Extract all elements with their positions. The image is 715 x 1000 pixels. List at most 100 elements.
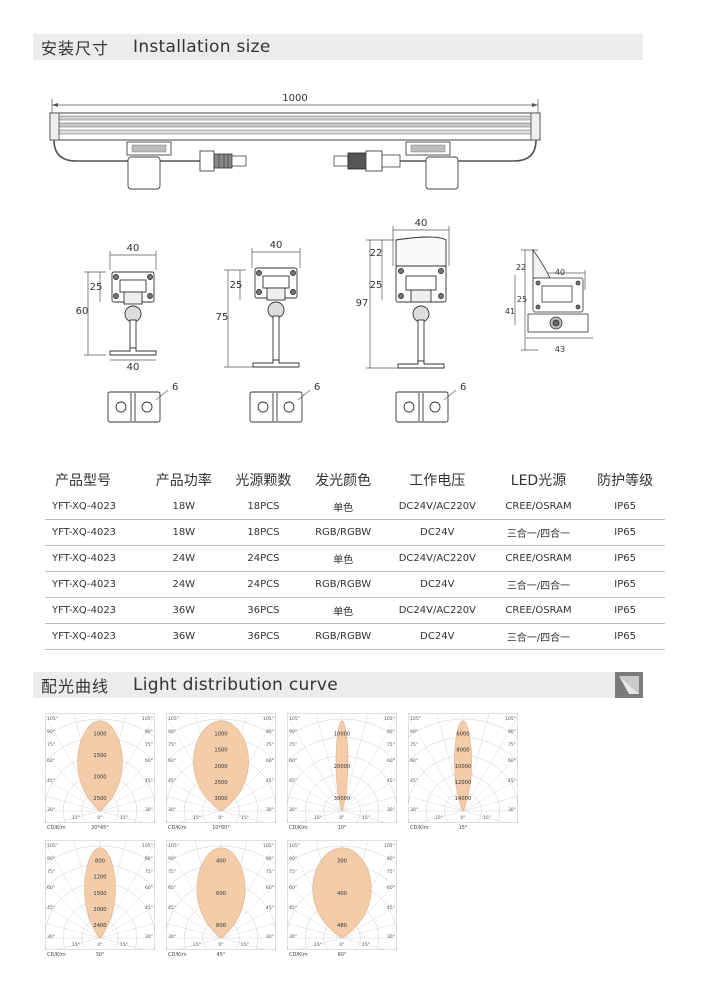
curve-scale-value: 2500 (93, 796, 106, 802)
angle-label: 105° (410, 716, 421, 722)
beam-lobe (454, 720, 472, 812)
view2-hole-label: 6 (314, 382, 320, 393)
cell-power: 18W (143, 494, 224, 520)
angle-label: 90° (145, 856, 153, 862)
angle-label: 30° (508, 807, 516, 813)
angle-label: 15° (72, 815, 80, 821)
curve-scale-value: 400 (216, 859, 226, 865)
cell-color: 单色 (303, 494, 383, 520)
cell-power: 18W (143, 519, 224, 546)
cell-led-count: 36PCS (223, 597, 304, 624)
angle-label: 15° (435, 815, 443, 821)
angle-label: 90° (168, 856, 176, 862)
angle-label: 0° (97, 942, 102, 948)
angle-label: 105° (47, 843, 58, 849)
table-row: YFT-XQ-4023 24W 24PCS 单色 DC24V/AC220V CR… (45, 545, 665, 572)
curve-scale-value: 1500 (93, 753, 106, 759)
curve-beam-angle: 20*45° (91, 825, 109, 831)
angle-label: 15° (193, 815, 201, 821)
curve-beam-angle: 10*60° (212, 825, 230, 831)
section-title-zh: 安装尺寸 (41, 39, 110, 58)
angle-label: 90° (47, 729, 55, 735)
view2-bracket-label: 25 (230, 280, 243, 291)
curve-beam-angle: 30° (96, 952, 105, 958)
curve-scale-value: 2400 (93, 923, 106, 929)
curve-unit-label: CD/Klm (168, 952, 187, 958)
angle-label: 45° (168, 905, 176, 911)
curve-beam-angle: 15° (459, 825, 468, 831)
view4-top-label: 22 (516, 263, 526, 272)
angle-label: 75° (168, 869, 176, 875)
cell-model: YFT-XQ-4023 (45, 623, 144, 650)
angle-label: 90° (508, 729, 516, 735)
angle-label: 0° (218, 942, 223, 948)
angle-label: 30° (47, 807, 55, 813)
dim-length-label: 1000 (282, 93, 307, 104)
angle-label: 45° (266, 778, 274, 784)
curve-beam-angle: 10° (338, 825, 347, 831)
angle-label: 60° (145, 885, 153, 891)
angle-label: 60° (387, 758, 395, 764)
angle-label: 90° (266, 729, 274, 735)
header-model: 产品型号 (55, 473, 111, 489)
curve-scale-value: 800 (216, 923, 226, 929)
angle-label: 30° (289, 934, 297, 940)
curve-scale-value: 14000 (455, 796, 472, 802)
angle-label: 75° (387, 742, 395, 748)
angle-label: 45° (47, 778, 55, 784)
angle-label: 105° (142, 716, 153, 722)
view4-base-label: 43 (555, 345, 565, 354)
angle-label: 15° (314, 815, 322, 821)
cell-led-source: CREE/OSRAM (491, 545, 586, 572)
curve-beam-angle: 60° (338, 952, 347, 958)
angle-label: 45° (387, 905, 395, 911)
angle-label: 15° (483, 815, 491, 821)
cell-ip-rating: IP65 (585, 623, 665, 650)
view3-height-label: 97 (356, 298, 369, 309)
angle-label: 90° (266, 856, 274, 862)
cell-model: YFT-XQ-4023 (45, 571, 144, 598)
angle-label: 75° (410, 742, 418, 748)
header-voltage: 工作电压 (409, 473, 466, 489)
cell-power: 36W (143, 597, 224, 624)
angle-label: 45° (145, 778, 153, 784)
angle-label: 75° (47, 742, 55, 748)
cell-ip-rating: IP65 (585, 494, 665, 520)
cell-ip-rating: IP65 (585, 571, 665, 598)
angle-label: 75° (387, 869, 395, 875)
cell-color: 单色 (303, 545, 383, 572)
angle-label: 90° (145, 729, 153, 735)
angle-label: 90° (387, 856, 395, 862)
cell-voltage: DC24V (382, 571, 492, 598)
cell-voltage: DC24V (382, 519, 492, 546)
cell-voltage: DC24V (382, 623, 492, 650)
angle-label: 45° (387, 778, 395, 784)
table-row: YFT-XQ-4023 36W 36PCS RGB/RGBW DC24V 三合一… (45, 623, 665, 650)
view2-height-label: 75 (216, 312, 229, 323)
angle-label: 15° (120, 815, 128, 821)
view3-bracket-label: 25 (370, 280, 383, 291)
angle-label: 105° (168, 716, 179, 722)
angle-label: 30° (47, 934, 55, 940)
angle-label: 45° (508, 778, 516, 784)
curve-scale-value: 12000 (455, 780, 472, 786)
angle-label: 15° (241, 815, 249, 821)
angle-label: 75° (47, 869, 55, 875)
cell-color: RGB/RGBW (303, 519, 383, 546)
beam-lobe (77, 720, 123, 812)
angle-label: 45° (289, 905, 297, 911)
angle-label: 90° (289, 856, 297, 862)
angle-label: 75° (145, 742, 153, 748)
cell-voltage: DC24V/AC220V (382, 597, 492, 624)
light-curve-diagram: 400600800105°105°90°90°75°75°60°60°45°45… (166, 840, 276, 958)
angle-label: 60° (168, 758, 176, 764)
curve-scale-value: 2500 (214, 780, 227, 786)
cell-led-source: 三合一/四合一 (491, 623, 586, 650)
cell-led-source: CREE/OSRAM (491, 597, 586, 624)
beam-lobe (193, 720, 249, 812)
curve-scale-value: 10000 (455, 764, 472, 770)
angle-label: 0° (218, 815, 223, 821)
angle-label: 60° (387, 885, 395, 891)
cell-model: YFT-XQ-4023 (45, 494, 144, 520)
curve-unit-label: CD/Klm (168, 825, 187, 831)
